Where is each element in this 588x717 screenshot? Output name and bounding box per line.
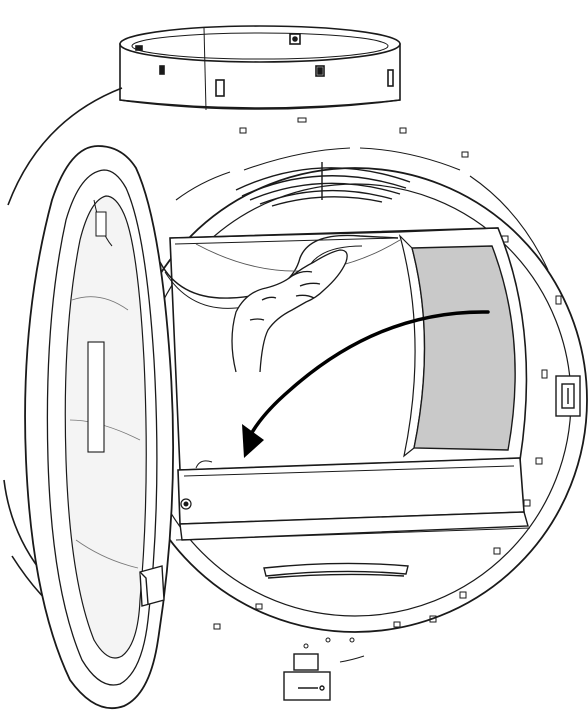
door-glass-icon (64, 195, 147, 659)
hand-gesture-icon (231, 249, 348, 373)
air-vent-grille (235, 162, 411, 207)
side-latch (555, 375, 581, 417)
curved-direction-arrow (242, 310, 490, 458)
door-hinge (139, 565, 165, 607)
front-handle-slot (263, 562, 409, 579)
lint-tray (175, 457, 531, 541)
vent-collar-ring (119, 25, 401, 111)
lint-filter-panel (398, 233, 516, 458)
door-latch-icon (283, 653, 331, 701)
bottom-indicators (303, 637, 365, 663)
